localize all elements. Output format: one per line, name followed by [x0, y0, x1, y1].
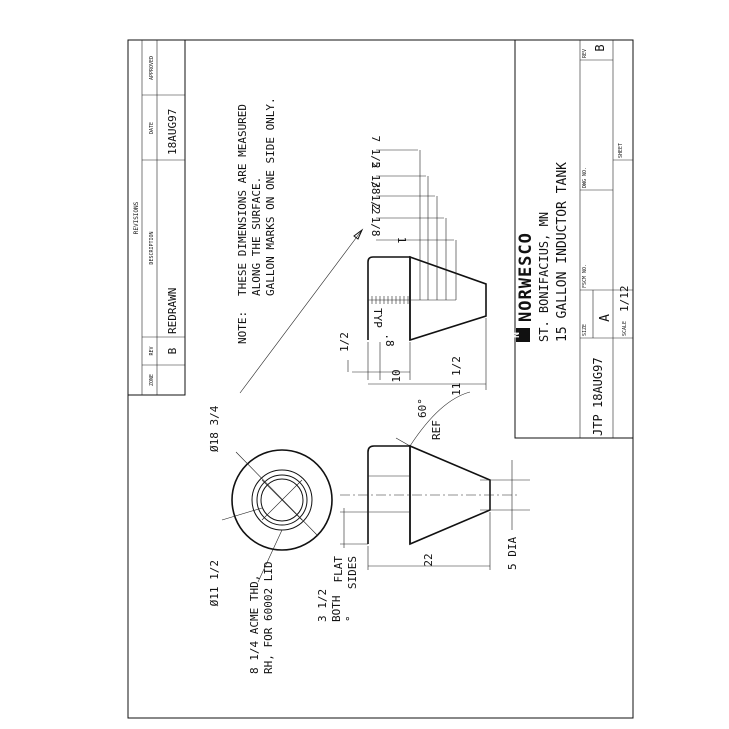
- main-view: 60° REF FLAT SIDES 3 1/2 BOTH ° 22 5 DIA: [316, 391, 530, 623]
- scale-value: 1/12: [618, 286, 631, 313]
- note-block: NOTE: THESE DIMENSIONS ARE MEASURED ALON…: [236, 97, 364, 394]
- note-leader: [239, 229, 363, 394]
- rev-label: REV: [582, 49, 588, 58]
- note-prefix: NOTE:: [236, 311, 249, 344]
- dim-half: 1/2: [338, 332, 351, 352]
- note-line-2: ALONG THE SURFACE.: [250, 177, 263, 296]
- flat-dim-3: °: [344, 615, 357, 622]
- rev-date: 18AUG97: [166, 109, 179, 155]
- fscm-label: FSCM NO.: [582, 264, 588, 288]
- inner-diameter: Ø11 1/2: [208, 560, 221, 606]
- size-value: A: [598, 314, 613, 322]
- thread-spec-1: 8 1/4 ACME THD,: [248, 575, 261, 674]
- scale-label: SCALE: [622, 321, 628, 336]
- title-block: N NORWESCO ST. BONIFACIUS, MN 15 GALLON …: [511, 39, 634, 439]
- gallon-mark-2-1-8: 2 1/8: [369, 203, 382, 236]
- gallon-mark-3-1-2: 3 1/2: [369, 181, 382, 214]
- flat-label-1: FLAT: [332, 556, 345, 583]
- thread-spec-2: RH, FOR 60002 LID: [262, 561, 275, 674]
- graduation-ruler: [368, 296, 456, 304]
- angle-60: 60°: [416, 398, 429, 418]
- flat-dim-2: BOTH: [330, 596, 343, 623]
- note-line-3: GALLON MARKS ON ONE SIDE ONLY.: [264, 97, 277, 296]
- spacing-label: .8: [383, 333, 396, 346]
- outer-diameter: Ø18 3/4: [208, 405, 221, 452]
- revisions-table: REVISIONS ZONE REV DESCRIPTION DATE APPR…: [127, 39, 186, 396]
- front-view: Ø18 3/4 Ø11 1/2 8 1/4 ACME THD, RH, FOR …: [208, 405, 333, 674]
- dim-10: 10: [390, 369, 403, 382]
- logo-letter: N: [511, 332, 522, 338]
- company-name: NORWESCO: [516, 232, 536, 322]
- col-approved: APPROVED: [149, 56, 155, 80]
- dim-11-half: 11 1/2: [450, 356, 463, 396]
- flat-dim-1: 3 1/2: [316, 589, 329, 622]
- gallon-mark-7-1-2: 7 1/2: [369, 135, 382, 168]
- rev-value: B: [593, 44, 607, 51]
- outlet-diameter: 5 DIA: [506, 537, 519, 570]
- note-line-1: THESE DIMENSIONS ARE MEASURED: [236, 104, 249, 296]
- rev-description: REDRAWN: [166, 288, 179, 334]
- typ-label: TYP: [371, 308, 384, 328]
- norwesco-logo: [516, 328, 530, 342]
- side-view: 7 1/2 5 1/8 3 1/2 2 1/8 1 TYP .8 1/2 10 …: [338, 135, 487, 396]
- col-date: DATE: [149, 122, 155, 134]
- col-zone: ZONE: [149, 374, 155, 386]
- flat-label-2: SIDES: [346, 556, 359, 589]
- length-22: 22: [422, 553, 435, 566]
- drawn-by: JTP: [591, 414, 605, 436]
- gallon-mark-1: 1: [395, 237, 408, 244]
- drawing-title: 15 GALLON INDUCTOR TANK: [555, 162, 570, 342]
- dwg-label: DWG NO.: [582, 167, 588, 188]
- drawn-date: 18AUG97: [591, 357, 605, 408]
- gallon-mark-5-1-8: 5 1/8: [369, 161, 382, 194]
- company-location: ST. BONIFACIUS, MN: [537, 212, 551, 342]
- col-description: DESCRIPTION: [149, 231, 155, 264]
- col-rev: REV: [149, 346, 155, 355]
- sheet-label: SHEET: [618, 143, 624, 158]
- angle-ref: REF: [430, 420, 443, 440]
- revisions-heading: REVISIONS: [133, 201, 140, 234]
- size-label: SIZE: [582, 324, 588, 336]
- rev-letter: B: [166, 347, 179, 354]
